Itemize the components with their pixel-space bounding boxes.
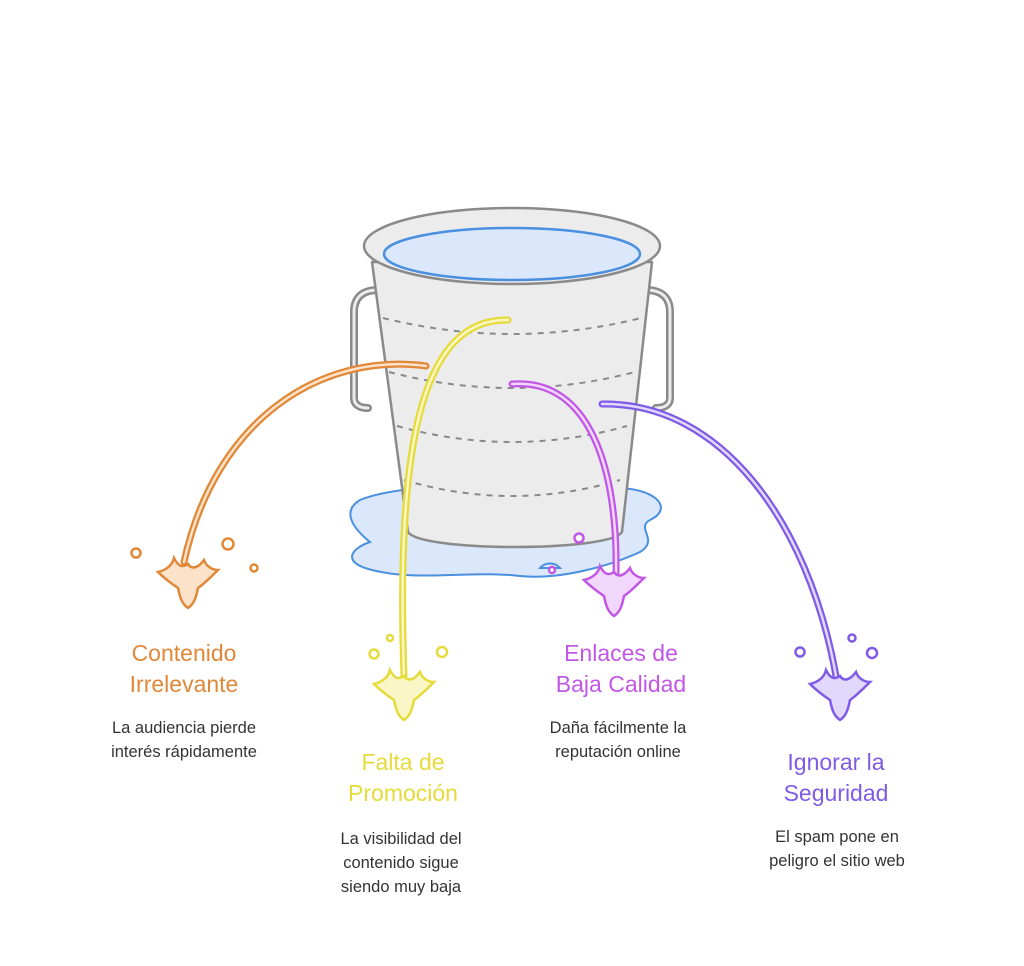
- description-line: La audiencia pierde: [111, 719, 257, 737]
- title-line: Contenido: [131, 640, 237, 666]
- item-title-enlaces-de-baja-calidad: Enlaces de Baja Calidad: [556, 638, 686, 700]
- item-description-contenido-irrelevante: La audiencia pierde interés rápidamente: [111, 716, 257, 764]
- description-line: peligro el sitio web: [769, 852, 905, 870]
- description-line: interés rápidamente: [111, 743, 257, 761]
- description-line: Daña fácilmente la: [549, 719, 687, 737]
- yellow-leak-stream: [368, 316, 512, 722]
- item-description-ignorar-la-seguridad: El spam pone en peligro el sitio web: [769, 825, 905, 873]
- description-line: reputación online: [555, 743, 681, 761]
- orange-leak-stream: [130, 360, 430, 610]
- description-line: siendo muy baja: [340, 878, 462, 896]
- item-title-falta-de-promocion: Falta de Promoción: [348, 747, 458, 809]
- item-title-ignorar-la-seguridad: Ignorar la Seguridad: [784, 747, 889, 809]
- item-description-falta-de-promocion: La visibilidad del contenido sigue siend…: [340, 827, 461, 899]
- title-line: Irrelevante: [129, 671, 239, 697]
- description-line: La visibilidad del: [340, 830, 462, 848]
- title-line: Promoción: [348, 780, 458, 806]
- title-line: Falta de: [361, 749, 445, 775]
- description-line: El spam pone en: [775, 828, 899, 846]
- item-description-enlaces-de-baja-calidad: Daña fácilmente la reputación online: [550, 716, 687, 764]
- title-line: Enlaces de: [564, 640, 678, 666]
- bucket-handle: [350, 286, 382, 412]
- item-title-contenido-irrelevante: Contenido Irrelevante: [130, 638, 239, 700]
- title-line: Baja Calidad: [555, 671, 687, 697]
- title-line: Ignorar la: [787, 749, 885, 775]
- description-line: contenido sigue: [343, 854, 459, 872]
- title-line: Seguridad: [783, 780, 889, 806]
- bucket-body: [370, 260, 654, 549]
- violet-leak-stream: [598, 400, 879, 722]
- magenta-leak-stream: [508, 380, 646, 618]
